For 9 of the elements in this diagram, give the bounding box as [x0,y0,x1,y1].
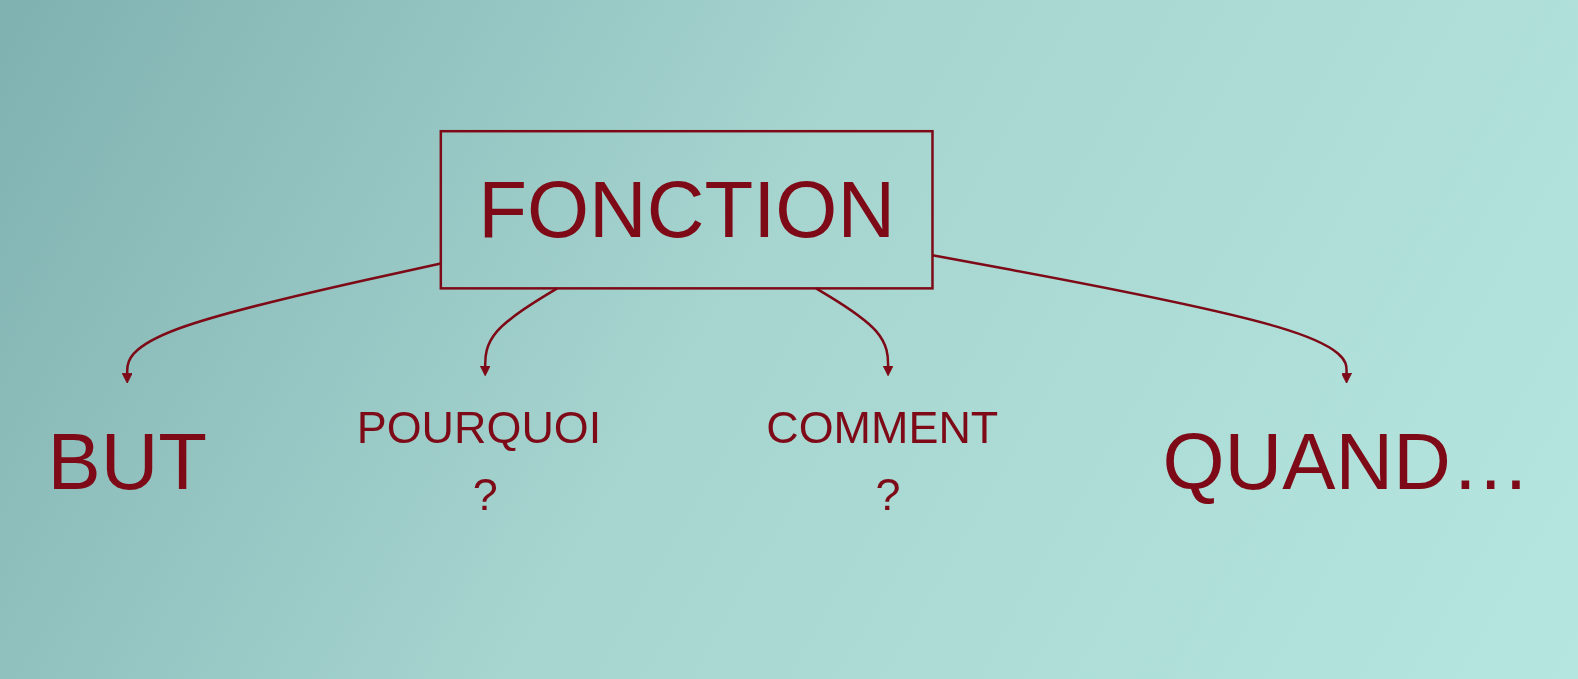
arrow [479,287,558,377]
node-text: BUT [47,416,208,507]
arrow [815,287,894,377]
arrow [932,254,1353,384]
node-text: POURQUOI ? [356,401,602,521]
node-text: QUAND… [1162,416,1531,507]
arrow [121,262,442,384]
node-text: COMMENT ? [766,401,998,521]
node-box: FONCTION [439,129,934,290]
